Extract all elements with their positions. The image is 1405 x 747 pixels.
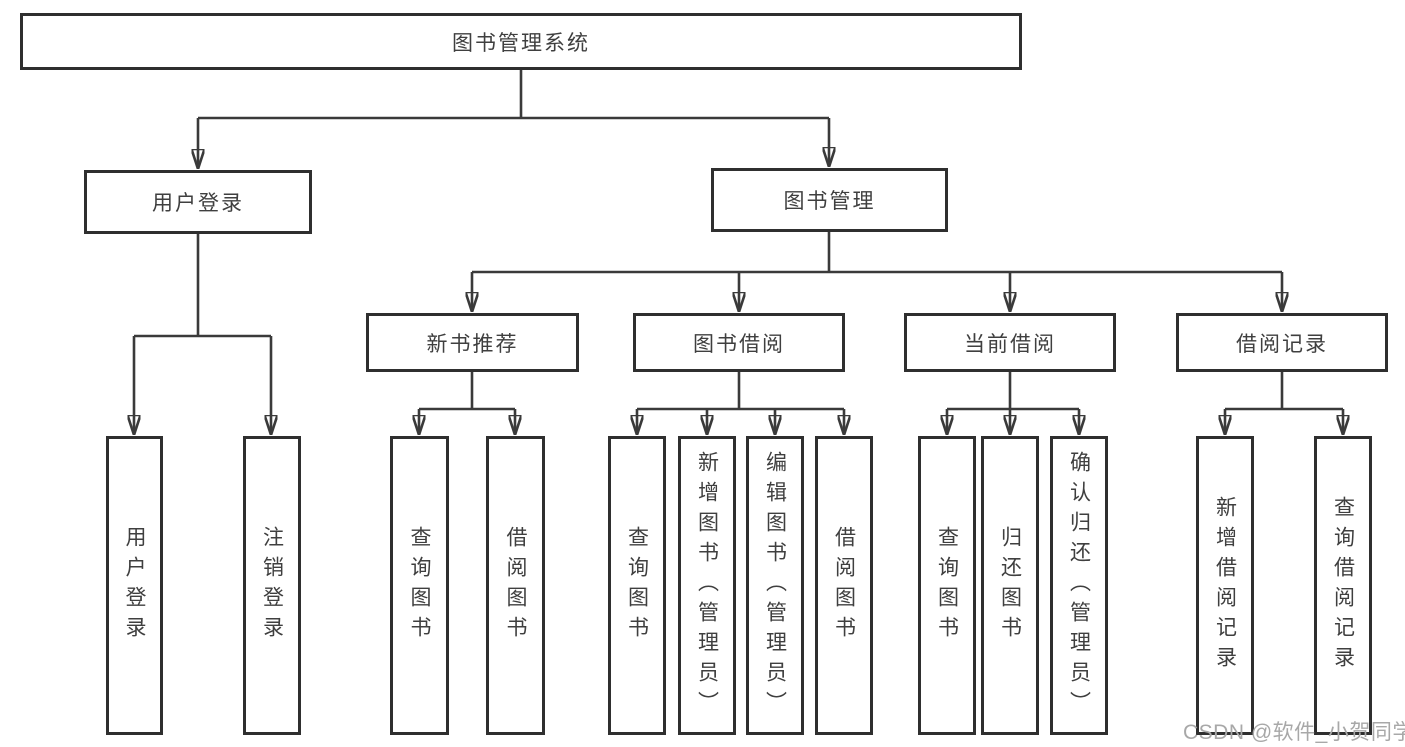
node-new-book-recommend: 新书推荐 xyxy=(366,313,579,372)
edge-book-borrowing-to-children xyxy=(637,372,844,434)
leaf-bb-add-books-admin-label: 新增图书（管理员） xyxy=(695,450,719,721)
leaf-nbr-query-books-label: 查询图书 xyxy=(408,525,432,646)
leaf-cb-return-books-label: 归还图书 xyxy=(998,525,1022,646)
node-current-borrowing-label: 当前借阅 xyxy=(964,332,1056,356)
node-new-book-recommend-label: 新书推荐 xyxy=(426,332,519,356)
node-user-login: 用户登录 xyxy=(84,170,312,234)
node-borrowing-records-label: 借阅记录 xyxy=(1236,332,1328,356)
leaf-cb-return-books: 归还图书 xyxy=(981,436,1039,735)
node-root-system: 图书管理系统 xyxy=(20,13,1022,70)
leaf-nbr-borrow-books: 借阅图书 xyxy=(486,436,545,735)
leaf-bb-edit-books-admin: 编辑图书（管理员） xyxy=(746,436,804,735)
leaf-br-query-record: 查询借阅记录 xyxy=(1314,436,1372,735)
node-root-system-label: 图书管理系统 xyxy=(452,31,590,55)
leaf-br-add-record-label: 新增借阅记录 xyxy=(1213,495,1237,676)
leaf-logout: 注销登录 xyxy=(243,436,301,735)
leaf-nbr-borrow-books-label: 借阅图书 xyxy=(504,525,528,646)
leaf-bb-borrow-books: 借阅图书 xyxy=(815,436,873,735)
leaf-bb-query-books-label: 查询图书 xyxy=(625,525,649,646)
node-book-management-label: 图书管理 xyxy=(783,190,876,213)
leaf-bb-borrow-books-label: 借阅图书 xyxy=(832,525,856,646)
edge-borrowing-records-to-children xyxy=(1225,372,1343,434)
node-book-management: 图书管理 xyxy=(711,168,948,232)
leaf-bb-edit-books-admin-label: 编辑图书（管理员） xyxy=(763,450,787,721)
leaf-bb-add-books-admin: 新增图书（管理员） xyxy=(678,436,736,735)
leaf-user-login: 用户登录 xyxy=(106,436,163,735)
leaf-user-login-label: 用户登录 xyxy=(123,525,147,646)
leaf-logout-label: 注销登录 xyxy=(260,525,284,646)
edge-root-to-level1 xyxy=(198,70,829,168)
leaf-cb-query-books: 查询图书 xyxy=(918,436,976,735)
leaf-br-query-record-label: 查询借阅记录 xyxy=(1331,495,1355,676)
leaf-br-add-record: 新增借阅记录 xyxy=(1196,436,1254,735)
edge-new-book-recommend-to-children xyxy=(419,372,515,434)
edge-current-borrowing-to-children xyxy=(947,372,1079,434)
node-borrowing-records: 借阅记录 xyxy=(1176,313,1388,372)
leaf-cb-confirm-return-admin: 确认归还（管理员） xyxy=(1050,436,1108,735)
edge-book-management-to-level2 xyxy=(472,232,1282,311)
edge-user-login-to-children xyxy=(134,234,271,434)
leaf-cb-query-books-label: 查询图书 xyxy=(935,525,959,646)
node-book-borrowing: 图书借阅 xyxy=(633,313,845,372)
csdn-watermark: CSDN @软件_小贺同学 xyxy=(1183,721,1405,744)
node-book-borrowing-label: 图书借阅 xyxy=(693,332,785,356)
node-user-login-label: 用户登录 xyxy=(152,192,244,215)
leaf-nbr-query-books: 查询图书 xyxy=(390,436,449,735)
leaf-cb-confirm-return-admin-label: 确认归还（管理员） xyxy=(1067,450,1091,721)
leaf-bb-query-books: 查询图书 xyxy=(608,436,666,735)
node-current-borrowing: 当前借阅 xyxy=(904,313,1116,372)
